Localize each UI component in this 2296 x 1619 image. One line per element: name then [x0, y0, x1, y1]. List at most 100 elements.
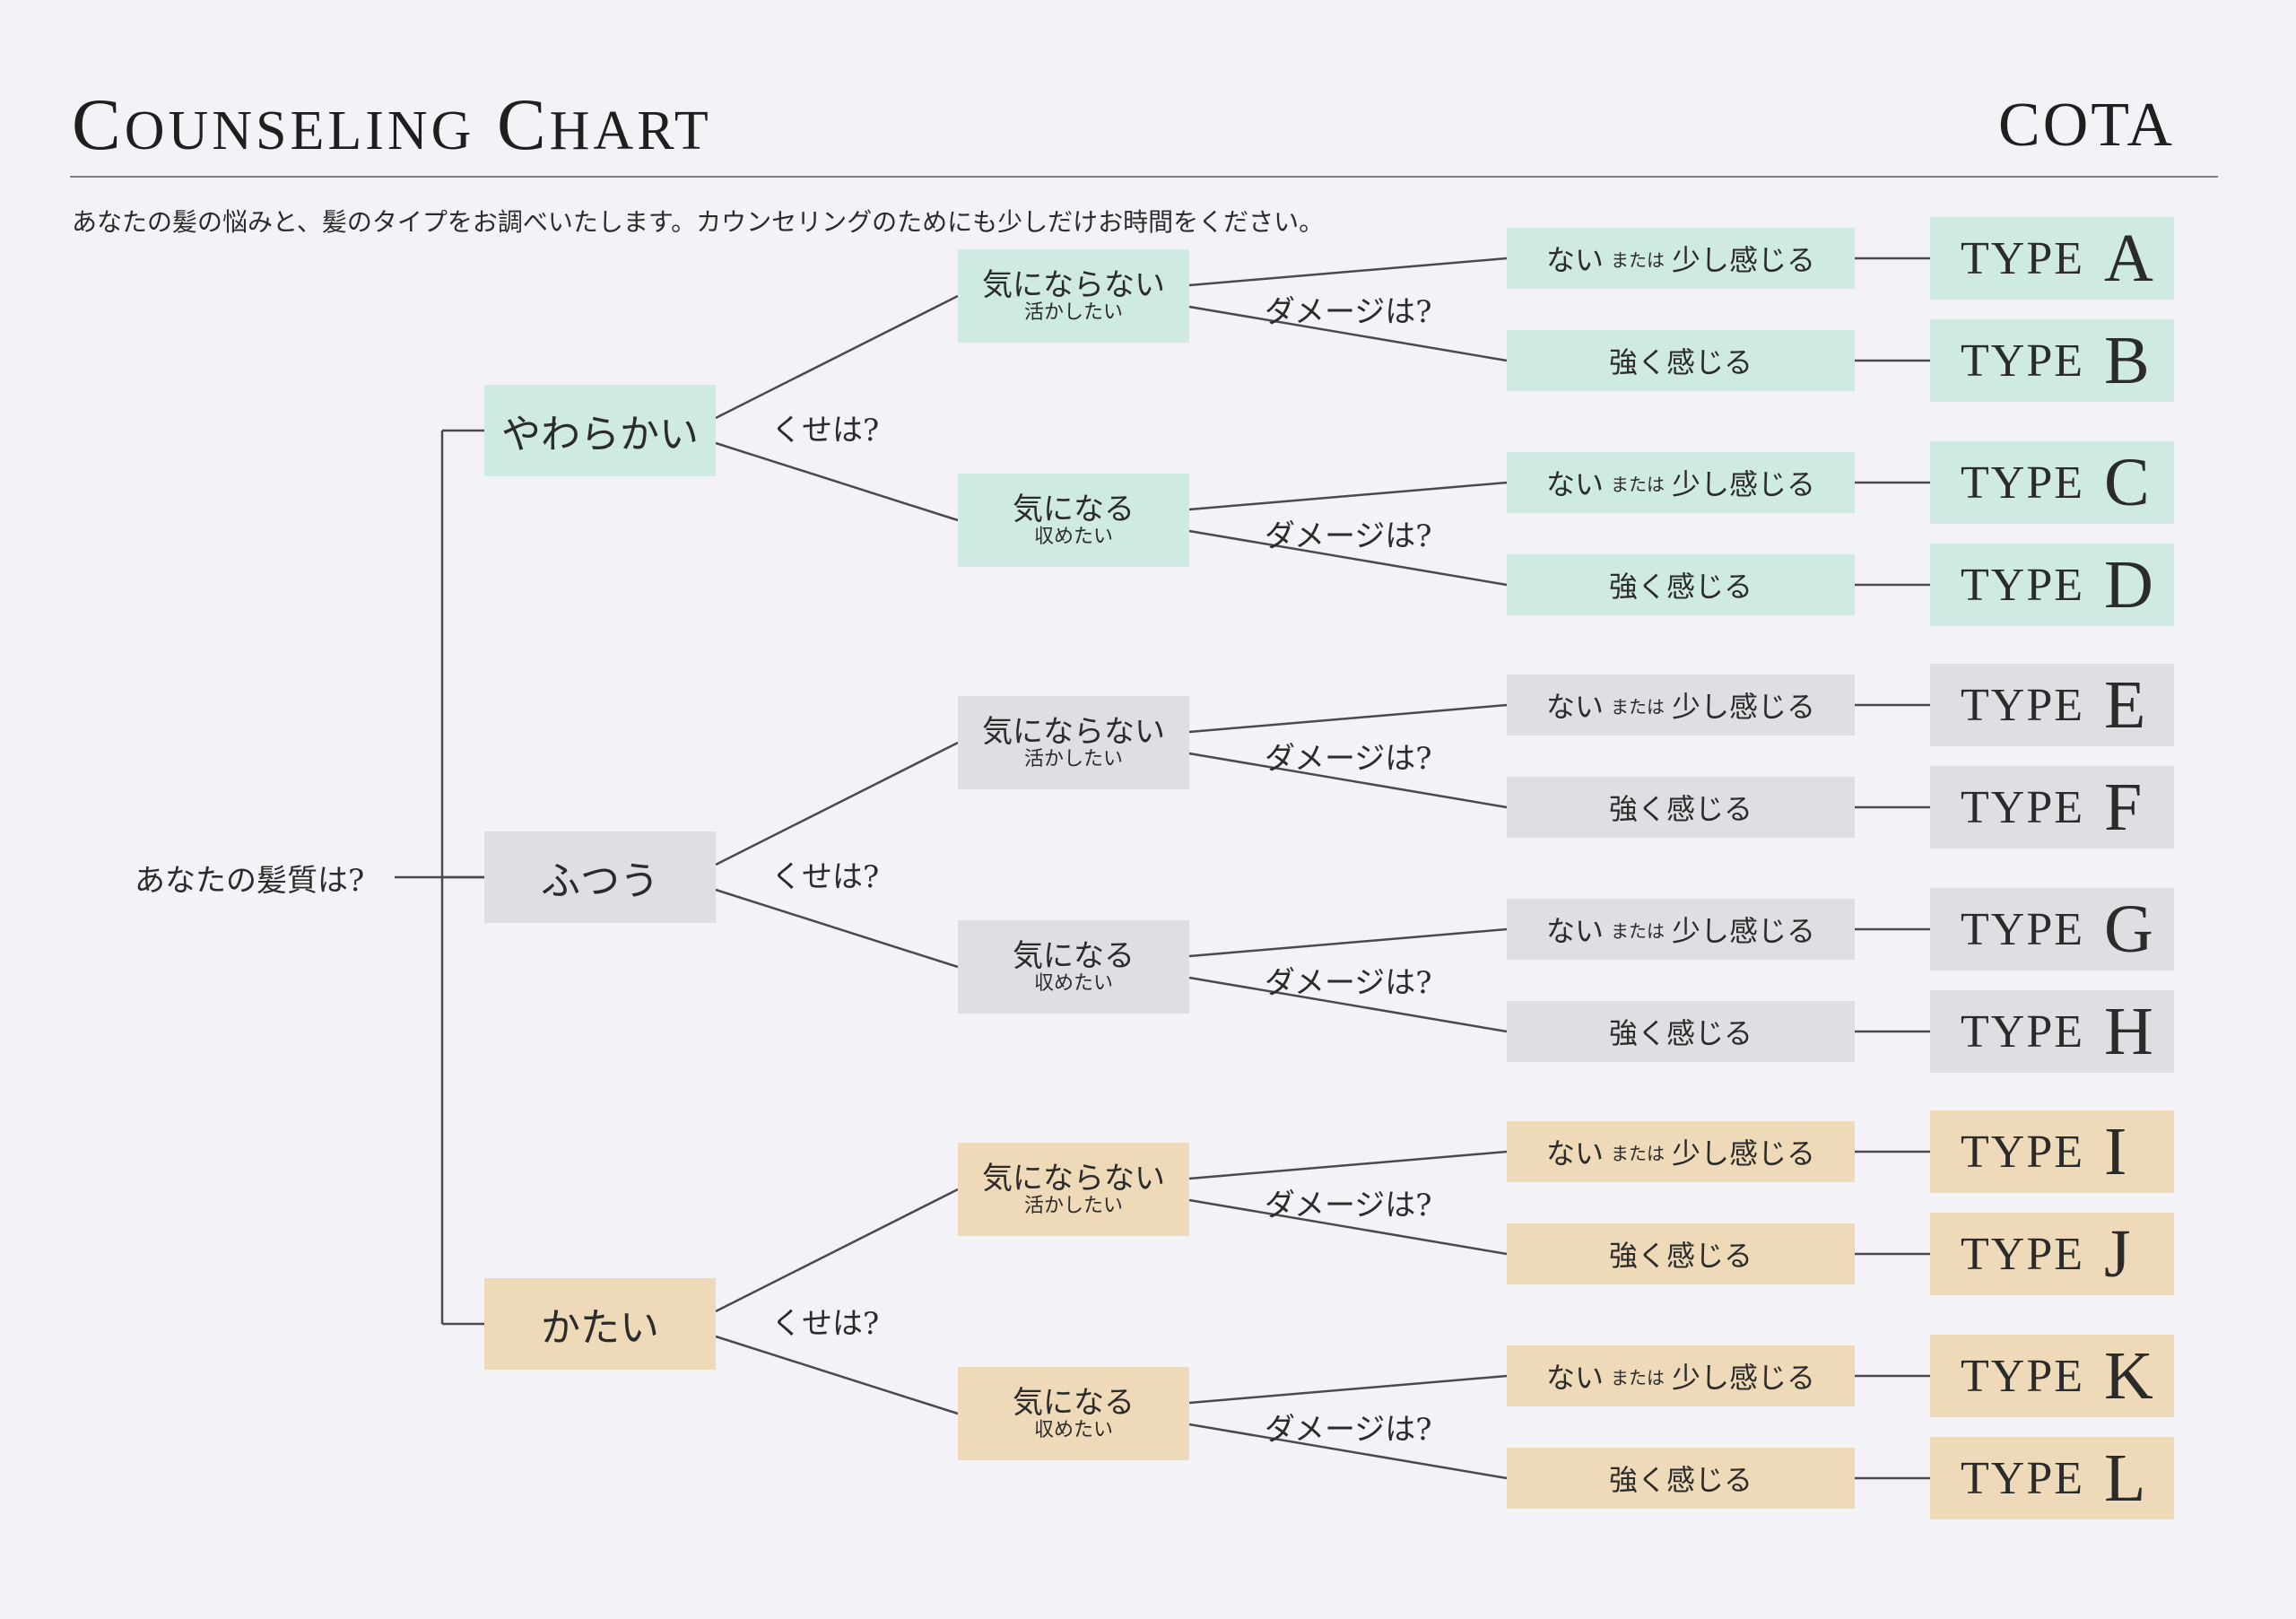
type-word: TYPE: [1961, 679, 2084, 731]
damage-level-box: ないまたは少し感じる: [1507, 1121, 1855, 1182]
damage-question: ダメージは?: [1265, 1412, 1432, 1448]
type-result-box: TYPE C: [1930, 441, 2174, 524]
damage-level-box: ないまたは少し感じる: [1507, 228, 1855, 289]
type-letter: K: [2104, 1337, 2153, 1414]
option-line: [1188, 1198, 1508, 1256]
damage-level-label: 強く感じる: [1608, 792, 1752, 826]
damage-question: ダメージは?: [1265, 965, 1432, 1001]
branch-line: [715, 1335, 959, 1415]
damage-level-connector: または: [1611, 1366, 1665, 1388]
type-letter: I: [2104, 1113, 2127, 1189]
chart-title: COUNSELING CHART: [72, 83, 712, 165]
hair-texture-box: ふつう: [484, 831, 716, 923]
type-result-box: TYPE K: [1930, 1335, 2174, 1417]
branch-line: [715, 888, 959, 969]
curl-preference-sublabel: 収めたい: [1033, 526, 1113, 548]
damage-question: ダメージは?: [1265, 1188, 1432, 1223]
curl-preference-label: 気にならない: [982, 267, 1165, 303]
damage-level-box: 強く感じる: [1507, 554, 1855, 615]
type-word: TYPE: [1961, 1005, 2084, 1058]
curl-preference-label: 気になる: [1013, 938, 1135, 974]
damage-level-label: ない: [1545, 1361, 1604, 1395]
kuse-question: くせは?: [771, 859, 880, 895]
type-word: TYPE: [1961, 781, 2084, 833]
damage-level-label: 強く感じる: [1608, 570, 1752, 604]
type-word: TYPE: [1961, 1350, 2084, 1402]
damage-question: ダメージは?: [1265, 294, 1432, 330]
damage-level-label-2: 少し感じる: [1672, 467, 1816, 501]
type-word: TYPE: [1961, 1452, 2084, 1504]
type-letter: J: [2104, 1215, 2131, 1292]
type-word: TYPE: [1961, 559, 2084, 611]
curl-preference-sublabel: 収めたい: [1033, 972, 1113, 995]
option-line: [1188, 976, 1508, 1033]
damage-question: ダメージは?: [1265, 518, 1432, 554]
damage-level-label-2: 少し感じる: [1672, 1361, 1816, 1395]
curl-preference-box: 気にならない活かしたい: [958, 249, 1189, 343]
damage-level-label: ない: [1545, 1136, 1604, 1171]
curl-preference-sublabel: 活かしたい: [1023, 748, 1123, 770]
kuse-question: くせは?: [771, 1306, 880, 1342]
damage-level-label: 強く感じる: [1608, 1239, 1752, 1273]
damage-level-box: 強く感じる: [1507, 1223, 1855, 1284]
type-letter: E: [2104, 666, 2146, 743]
option-line: [1188, 1150, 1508, 1180]
damage-level-label-2: 少し感じる: [1672, 243, 1816, 277]
kuse-question: くせは?: [771, 413, 880, 448]
damage-level-box: 強く感じる: [1507, 777, 1855, 838]
damage-level-label: 強く感じる: [1608, 345, 1752, 379]
intro-text: あなたの髪の悩みと、髪のタイプをお調べいたします。カウンセリングのためにも少しだ…: [72, 207, 1325, 237]
option-line: [1188, 927, 1508, 958]
damage-level-box: 強く感じる: [1507, 1001, 1855, 1062]
damage-level-connector: または: [1611, 1142, 1665, 1164]
option-line: [1188, 529, 1508, 587]
option-line: [1188, 481, 1508, 511]
damage-level-connector: または: [1611, 473, 1665, 495]
damage-level-label: 強く感じる: [1608, 1463, 1752, 1497]
type-letter: F: [2104, 769, 2143, 845]
type-letter: C: [2104, 444, 2150, 520]
option-line: [1188, 257, 1508, 287]
type-word: TYPE: [1961, 457, 2084, 509]
damage-level-label-2: 少し感じる: [1672, 1136, 1816, 1171]
hair-texture-label: ふつう: [541, 858, 659, 904]
damage-level-label: ない: [1545, 690, 1604, 724]
brand-logo: COTA: [1998, 91, 2175, 160]
damage-question: ダメージは?: [1265, 741, 1432, 777]
hair-texture-box: かたい: [484, 1278, 716, 1370]
type-letter: H: [2104, 993, 2153, 1069]
type-result-box: TYPE H: [1930, 990, 2174, 1073]
header-divider: [70, 176, 2218, 178]
damage-level-label: ない: [1545, 914, 1604, 948]
type-word: TYPE: [1961, 232, 2084, 284]
hair-texture-box: やわらかい: [484, 385, 716, 476]
type-word: TYPE: [1961, 1228, 2084, 1280]
damage-level-box: ないまたは少し感じる: [1507, 1345, 1855, 1406]
branch-line: [715, 441, 959, 522]
type-result-box: TYPE J: [1930, 1213, 2174, 1295]
option-line: [1188, 1374, 1508, 1405]
damage-level-connector: または: [1611, 248, 1665, 271]
damage-level-label: 強く感じる: [1608, 1016, 1752, 1050]
hair-texture-label: かたい: [541, 1305, 659, 1351]
curl-preference-box: 気になる収めたい: [958, 920, 1189, 1014]
damage-level-label: ない: [1545, 467, 1604, 501]
branch-line: [715, 294, 959, 420]
damage-level-label: ない: [1545, 243, 1604, 277]
damage-level-label-2: 少し感じる: [1672, 914, 1816, 948]
damage-level-connector: または: [1611, 919, 1665, 942]
damage-level-box: 強く感じる: [1507, 330, 1855, 391]
curl-preference-box: 気になる収めたい: [958, 474, 1189, 567]
damage-level-box: ないまたは少し感じる: [1507, 452, 1855, 513]
curl-preference-sublabel: 収めたい: [1033, 1419, 1113, 1441]
curl-preference-box: 気にならない活かしたい: [958, 1143, 1189, 1236]
curl-preference-label: 気にならない: [982, 714, 1165, 750]
type-word: TYPE: [1961, 335, 2084, 387]
type-letter: G: [2104, 891, 2153, 967]
root-question: あなたの髪質は?: [135, 863, 365, 899]
option-line: [1188, 703, 1508, 734]
